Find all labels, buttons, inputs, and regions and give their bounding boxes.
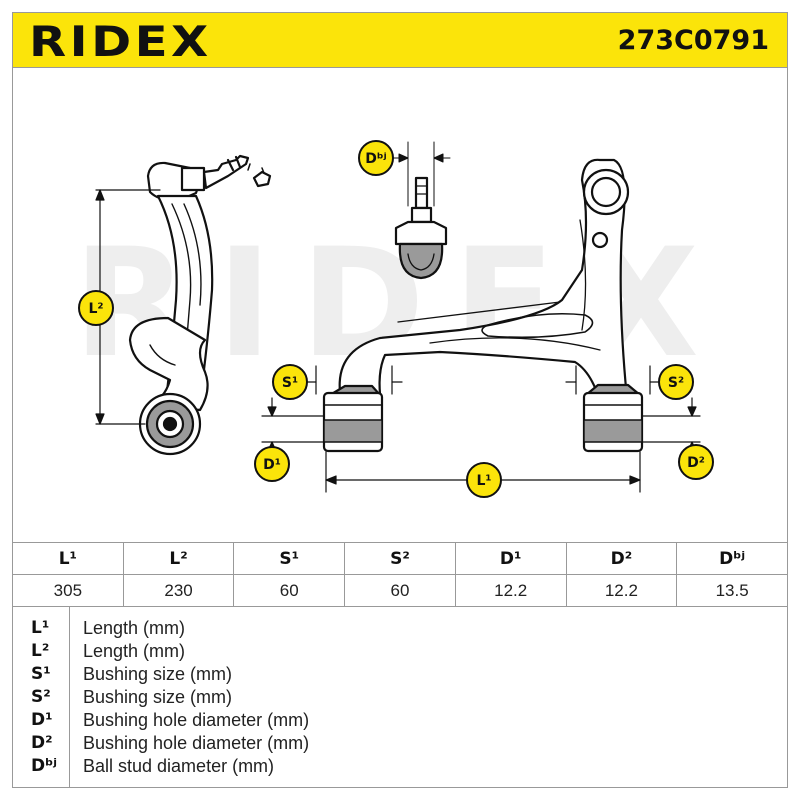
svg-text:L¹: L¹ — [476, 473, 491, 489]
legend-symbol: D² — [31, 733, 53, 753]
legend-symbol: L¹ — [31, 618, 50, 638]
legend-row: L¹ Length (mm) — [13, 618, 789, 641]
dimension-S2 — [565, 365, 661, 395]
legend-row: L² Length (mm) — [13, 641, 789, 664]
top-view-arm — [322, 158, 644, 453]
table-header-cell: L² — [122, 542, 235, 575]
table-value-cell: 60 — [233, 574, 346, 607]
table-value-cell: 230 — [122, 574, 235, 607]
legend-description: Length (mm) — [83, 618, 186, 638]
brand-logo: RIDEX — [29, 17, 212, 66]
table-value-cell: 12.2 — [454, 574, 567, 607]
table-header-row: L¹ L² S¹ S² D¹ D² Dᵇʲ — [12, 542, 788, 575]
label-L2: L² — [78, 290, 114, 326]
label-D1: D¹ — [254, 446, 290, 482]
label-bubbles: L² Dᵇʲ S¹ S² D¹ D² L¹ — [78, 140, 714, 498]
legend-panel: L¹ Length (mm) L² Length (mm) S¹ Bushing… — [12, 606, 788, 788]
svg-text:Dᵇʲ: Dᵇʲ — [365, 151, 386, 167]
legend-description: Bushing size (mm) — [83, 687, 233, 707]
legend-row: S¹ Bushing size (mm) — [13, 664, 789, 687]
table-header-cell: D² — [565, 542, 678, 575]
legend-description: Length (mm) — [83, 641, 186, 661]
legend-divider — [69, 606, 70, 787]
label-D2: D² — [678, 444, 714, 480]
legend-description: Bushing hole diameter (mm) — [83, 733, 310, 753]
ball-joint-detail — [391, 141, 451, 280]
legend-symbol: S¹ — [31, 664, 51, 684]
label-S2: S² — [658, 364, 694, 400]
svg-text:S¹: S¹ — [282, 375, 298, 391]
svg-text:S²: S² — [668, 375, 684, 391]
svg-text:L²: L² — [88, 301, 103, 317]
table-value-cell: 60 — [344, 574, 456, 607]
part-number: 273C0791 — [617, 25, 769, 56]
svg-text:D¹: D¹ — [263, 457, 281, 473]
label-Dbj: Dᵇʲ — [358, 140, 394, 176]
legend-row: S² Bushing size (mm) — [13, 687, 789, 710]
label-L1: L¹ — [466, 462, 502, 498]
legend-symbol: D¹ — [31, 710, 53, 730]
legend-symbol: L² — [31, 641, 50, 661]
table-header-cell: Dᵇʲ — [676, 542, 788, 575]
dimensions-table: L¹ L² S¹ S² D¹ D² Dᵇʲ 305 230 60 60 12.2… — [12, 542, 788, 607]
table-header-cell: D¹ — [454, 542, 567, 575]
table-value-cell: 13.5 — [676, 574, 788, 607]
legend-row: Dᵇʲ Ball stud diameter (mm) — [13, 756, 789, 779]
legend-row: D² Bushing hole diameter (mm) — [13, 733, 789, 756]
legend-symbol: S² — [31, 687, 51, 707]
table-header-cell: S² — [344, 542, 456, 575]
table-value-cell: 12.2 — [565, 574, 678, 607]
technical-drawing: RIDEX — [73, 140, 714, 498]
table-value-row: 305 230 60 60 12.2 12.2 13.5 — [12, 574, 788, 607]
header-bar: RIDEX 273C0791 — [12, 12, 788, 68]
label-S1: S¹ — [272, 364, 308, 400]
svg-text:D²: D² — [687, 455, 705, 471]
table-header-cell: S¹ — [233, 542, 346, 575]
table-value-cell: 305 — [12, 574, 124, 607]
legend-description: Ball stud diameter (mm) — [83, 756, 275, 776]
legend-row: D¹ Bushing hole diameter (mm) — [13, 710, 789, 733]
side-view-arm — [128, 154, 272, 456]
legend-symbol: Dᵇʲ — [31, 756, 57, 776]
table-header-cell: L¹ — [12, 542, 124, 575]
legend-description: Bushing size (mm) — [83, 664, 233, 684]
legend-description: Bushing hole diameter (mm) — [83, 710, 310, 730]
dimension-S1 — [305, 365, 403, 395]
